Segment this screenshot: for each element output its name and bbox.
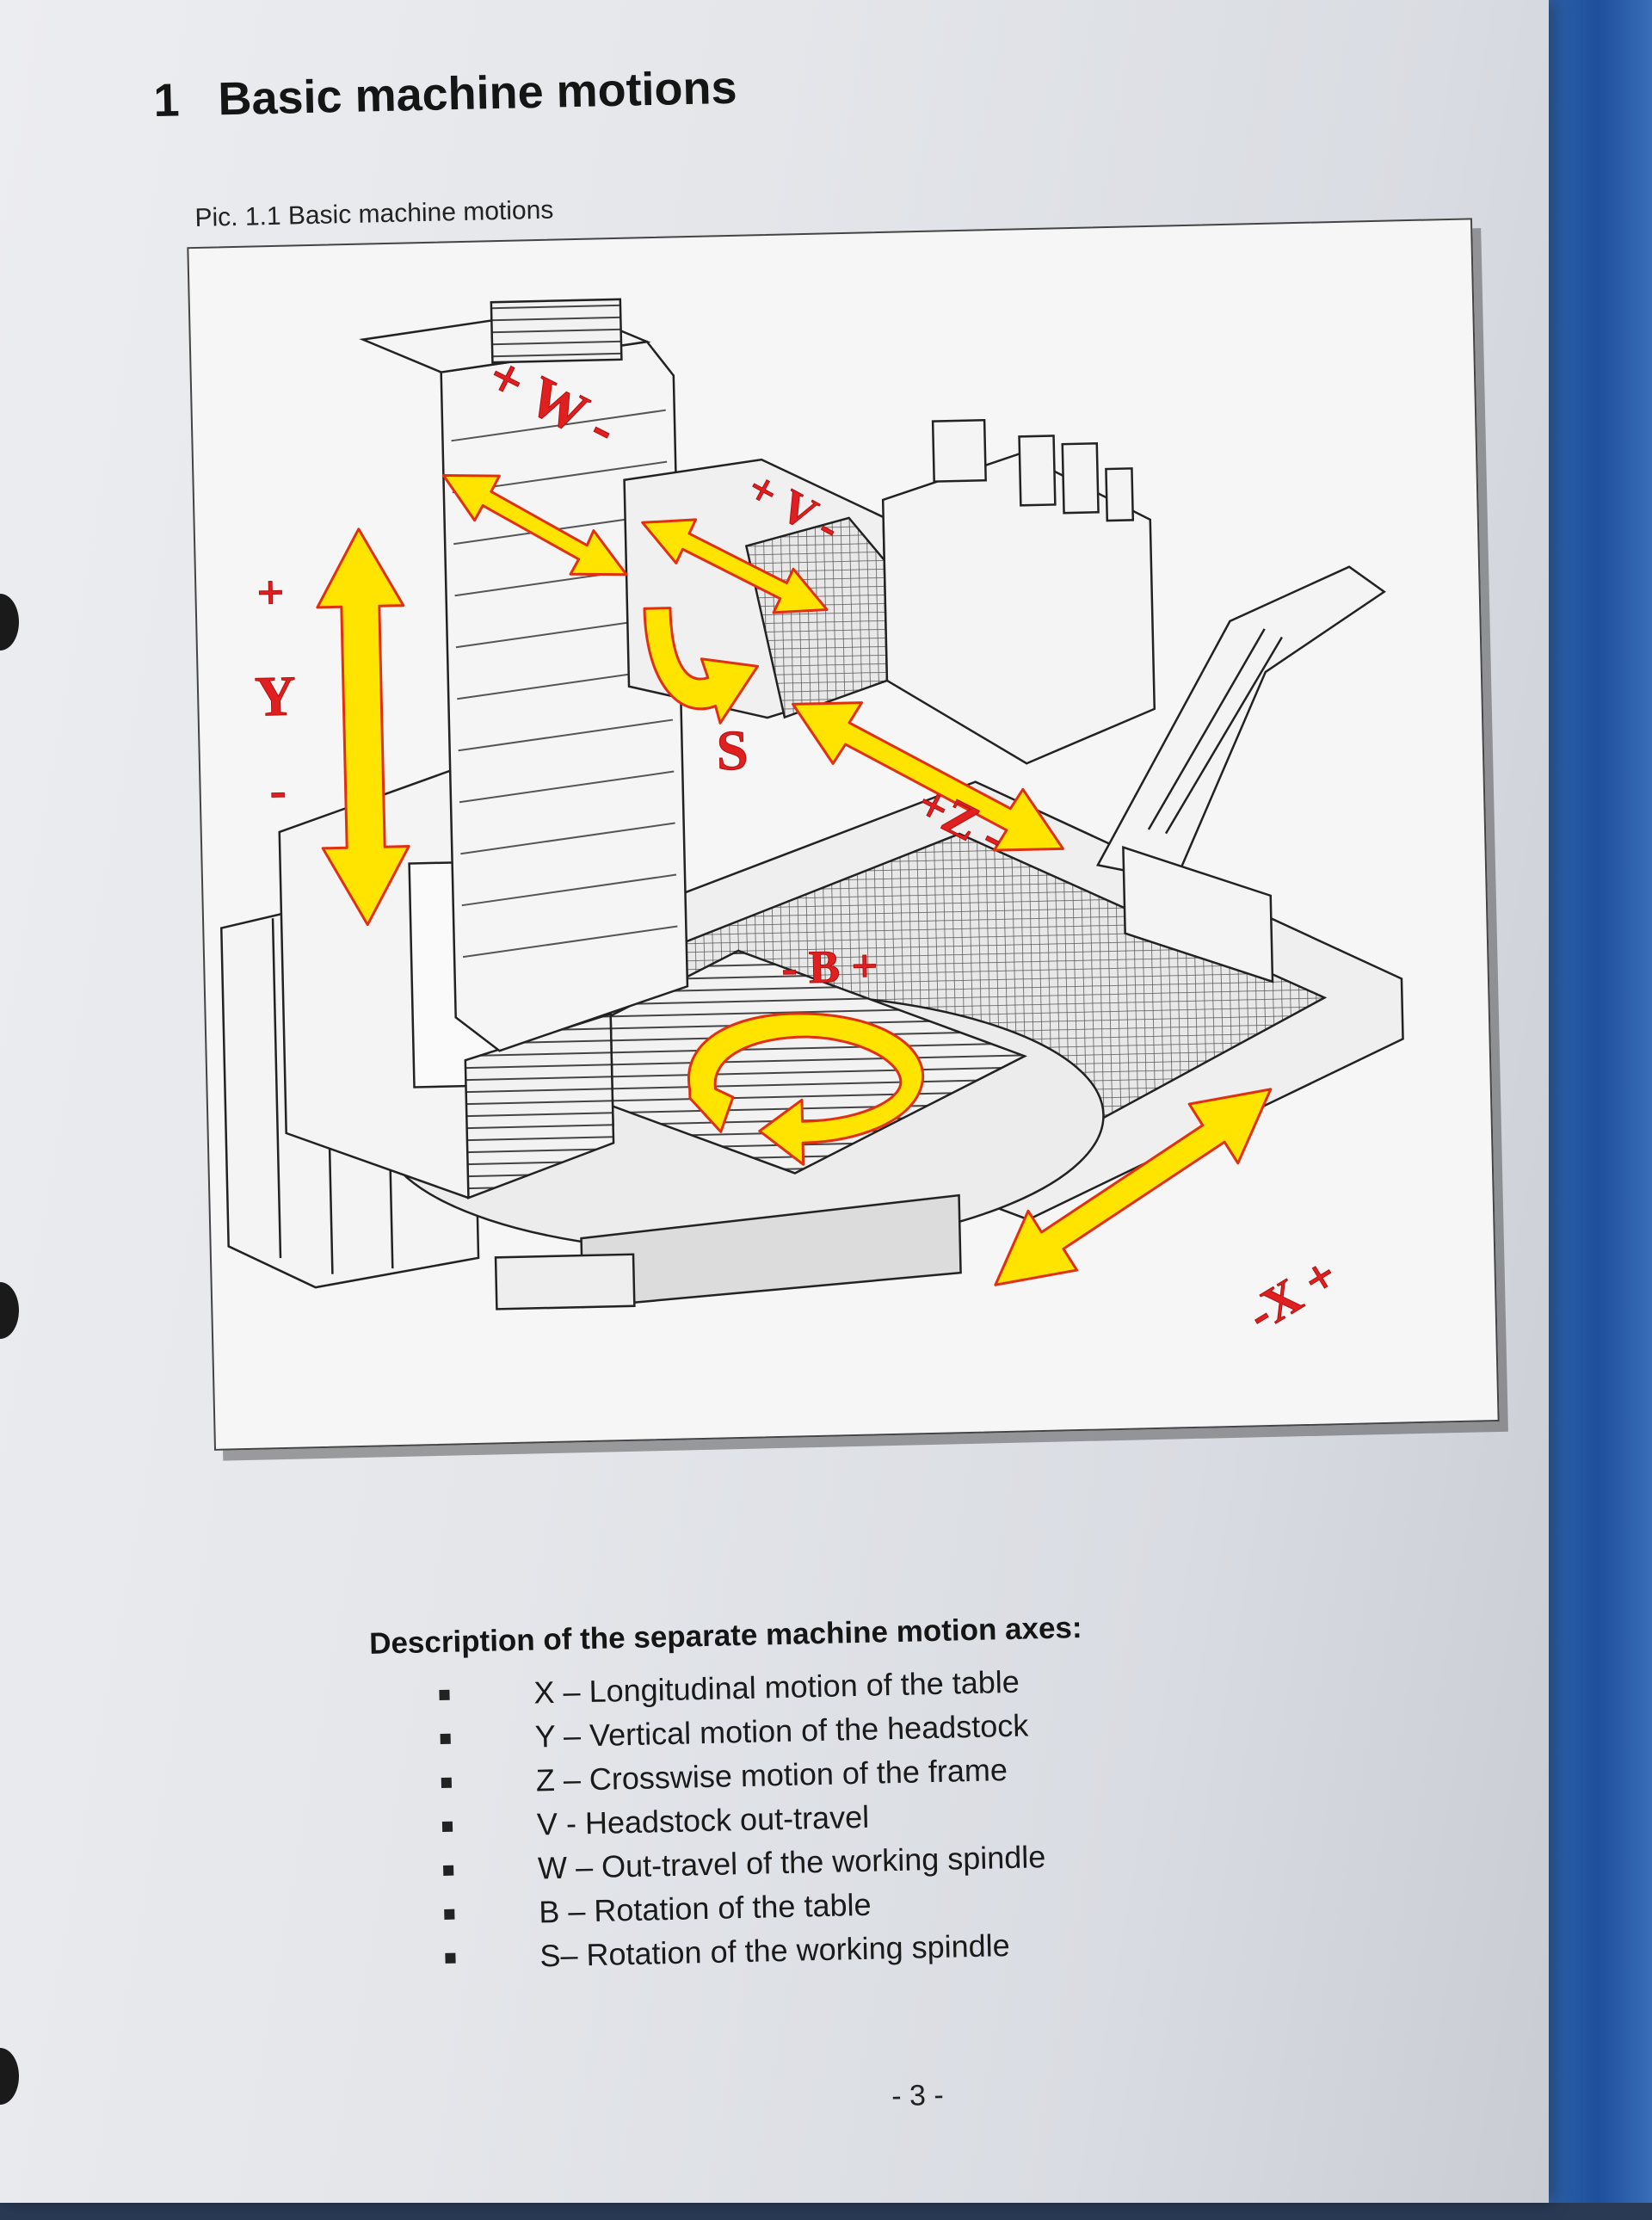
- page-content: 1 Basic machine motions Pic. 1.1 Basic m…: [153, 61, 1500, 2113]
- manual-page: 1 Basic machine motions Pic. 1.1 Basic m…: [0, 0, 1549, 2203]
- b-rotation-arrow: [687, 1012, 925, 1166]
- section-title: Basic machine motions: [217, 61, 738, 126]
- binder-hole: [0, 594, 19, 651]
- bullet-icon: [445, 1952, 456, 1964]
- x-axis-arrow: [994, 1088, 1273, 1286]
- machine-figure: + W - + V - + Y - S +Z - - B + -X +: [187, 218, 1500, 1451]
- bullet-icon: [444, 1909, 455, 1920]
- axes-list: X – Longitudinal motion of the table Y –…: [439, 1659, 1048, 1980]
- v-axis-arrow: [641, 518, 829, 614]
- axis-label-y-plus: +: [256, 565, 286, 620]
- binder-hole: [0, 1282, 19, 1339]
- bullet-icon: [440, 1733, 451, 1744]
- y-axis-arrow: [316, 527, 410, 927]
- page-number: - 3 -: [891, 2078, 945, 2113]
- s-rotation-arrow: [643, 607, 760, 725]
- figure-caption: Pic. 1.1 Basic machine motions: [194, 195, 554, 233]
- bullet-icon: [443, 1865, 454, 1876]
- chip-conveyor: [1095, 565, 1386, 984]
- section-number: 1: [152, 74, 181, 127]
- machine-drawing: [219, 298, 1404, 1310]
- hydraulic-unit: [881, 418, 1156, 765]
- binder-hole: [0, 2048, 19, 2105]
- axis-label-y-minus: -: [268, 763, 287, 818]
- axis-label-s: S: [715, 718, 749, 783]
- bullet-icon: [441, 1777, 453, 1788]
- w-axis-arrow: [441, 474, 628, 577]
- z-axis-arrow: [792, 701, 1064, 852]
- axis-label-b: - B +: [780, 940, 878, 995]
- axis-label-y: Y: [254, 664, 297, 729]
- section-heading: 1 Basic machine motions: [153, 61, 737, 127]
- motion-arrows: [316, 474, 1273, 1286]
- axes-description-title: Description of the separate machine moti…: [368, 1611, 1082, 1661]
- bullet-icon: [441, 1821, 453, 1832]
- bullet-icon: [439, 1689, 450, 1701]
